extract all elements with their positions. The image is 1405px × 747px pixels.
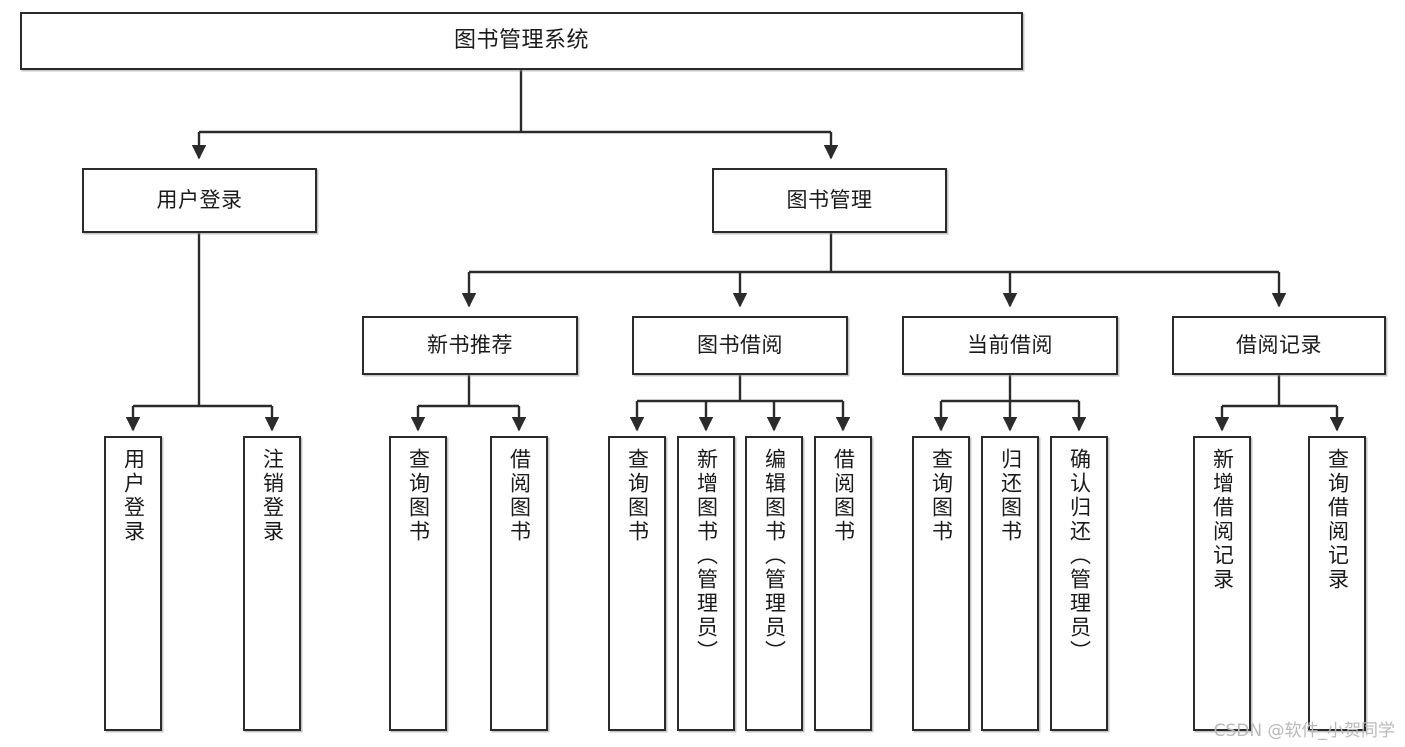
node-book-borrow[interactable]: 图书借阅 bbox=[632, 316, 848, 375]
leaf-edit-book[interactable]: 编辑图书（管理员） bbox=[745, 436, 803, 731]
watermark-text: CSDN @软件_小贺同学 bbox=[1213, 721, 1395, 741]
leaf-logout[interactable]: 注销登录 bbox=[243, 436, 301, 731]
node-book-manage[interactable]: 图书管理 bbox=[712, 168, 947, 233]
node-current-borrow[interactable]: 当前借阅 bbox=[902, 316, 1118, 375]
node-user-login[interactable]: 用户登录 bbox=[82, 168, 317, 233]
node-label: 确认归还（管理员） bbox=[1067, 448, 1092, 664]
leaf-add-book[interactable]: 新增图书（管理员） bbox=[677, 436, 735, 731]
node-label: 编辑图书（管理员） bbox=[762, 448, 787, 664]
node-label: 借阅图书 bbox=[507, 448, 532, 544]
node-label: 查询借阅记录 bbox=[1325, 448, 1350, 592]
leaf-query-record[interactable]: 查询借阅记录 bbox=[1308, 436, 1366, 731]
node-label: 注销登录 bbox=[260, 448, 285, 544]
node-label: 用户登录 bbox=[156, 187, 243, 212]
node-label: 图书借阅 bbox=[697, 332, 783, 357]
leaf-query-book-1[interactable]: 查询图书 bbox=[389, 436, 447, 731]
leaf-confirm-return[interactable]: 确认归还（管理员） bbox=[1050, 436, 1108, 731]
node-label: 当前借阅 bbox=[967, 332, 1053, 357]
node-borrow-record[interactable]: 借阅记录 bbox=[1172, 316, 1386, 375]
node-label: 新增图书（管理员） bbox=[694, 448, 719, 664]
node-label: 借阅记录 bbox=[1236, 332, 1322, 357]
node-label: 归还图书 bbox=[998, 448, 1023, 544]
node-label: 借阅图书 bbox=[831, 448, 856, 544]
node-label: 用户登录 bbox=[121, 448, 146, 544]
node-label: 查询图书 bbox=[406, 448, 431, 544]
node-new-book-recommend[interactable]: 新书推荐 bbox=[362, 316, 578, 375]
node-label: 查询图书 bbox=[625, 448, 650, 544]
node-label: 新书推荐 bbox=[427, 332, 513, 357]
leaf-borrow-book-2[interactable]: 借阅图书 bbox=[814, 436, 872, 731]
leaf-user-login[interactable]: 用户登录 bbox=[104, 436, 162, 731]
leaf-return-book[interactable]: 归还图书 bbox=[981, 436, 1039, 731]
node-label: 新增借阅记录 bbox=[1210, 448, 1235, 592]
leaf-add-record[interactable]: 新增借阅记录 bbox=[1193, 436, 1251, 731]
node-root-system[interactable]: 图书管理系统 bbox=[20, 12, 1023, 70]
leaf-query-book-2[interactable]: 查询图书 bbox=[608, 436, 666, 731]
node-label: 图书管理 bbox=[786, 187, 873, 212]
leaf-query-book-3[interactable]: 查询图书 bbox=[912, 436, 970, 731]
leaf-borrow-book-1[interactable]: 借阅图书 bbox=[490, 436, 548, 731]
node-label: 图书管理系统 bbox=[453, 27, 589, 53]
node-label: 查询图书 bbox=[929, 448, 954, 544]
